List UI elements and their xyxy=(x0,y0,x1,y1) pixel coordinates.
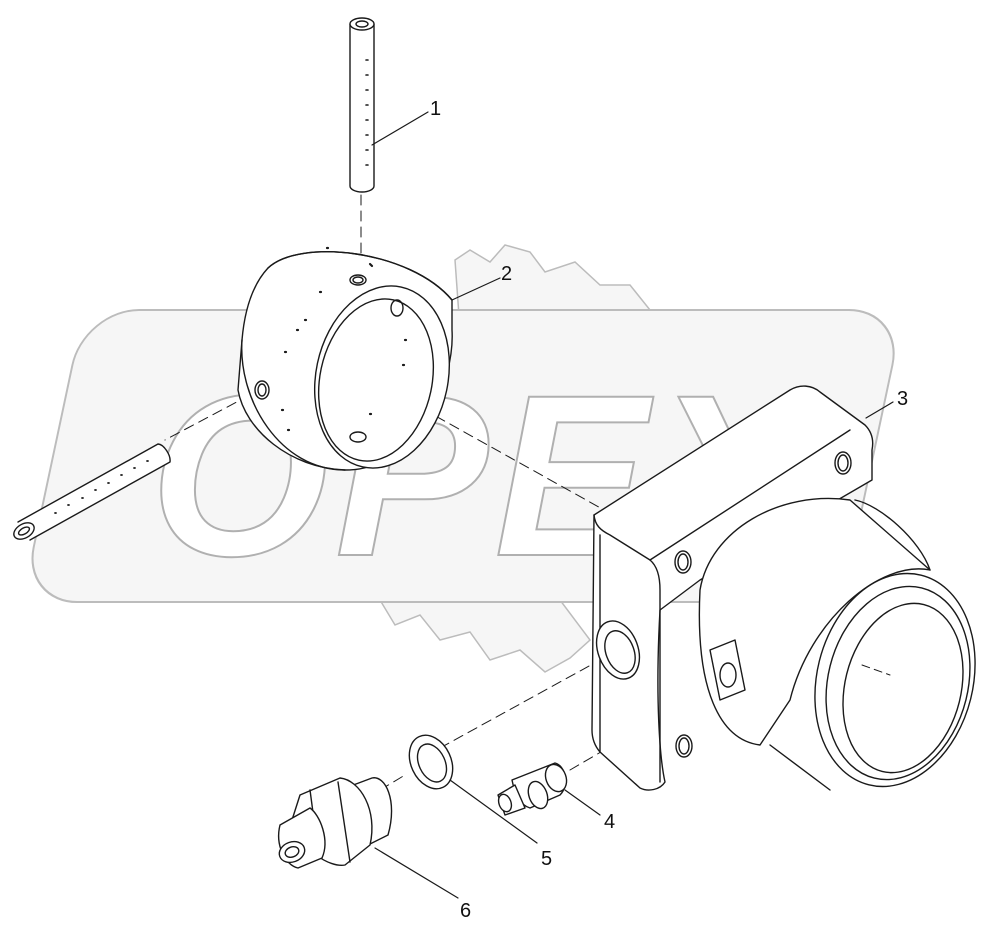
callout-2: 2 xyxy=(501,263,512,285)
leader-3 xyxy=(865,401,894,419)
leader-1 xyxy=(371,111,429,146)
callout-5: 5 xyxy=(541,848,552,870)
horizontal-pin xyxy=(13,443,171,541)
leader-5 xyxy=(449,779,538,844)
callout-1: 1 xyxy=(430,98,441,120)
watermark-gear-bottom xyxy=(340,599,592,673)
leader-lines xyxy=(371,111,894,899)
part-6-union-fitting xyxy=(278,777,393,869)
callouts: 1 2 3 4 5 6 xyxy=(430,98,908,922)
leader-4 xyxy=(564,789,601,816)
callout-4: 4 xyxy=(604,811,615,833)
callout-6: 6 xyxy=(460,900,471,922)
leader-2 xyxy=(451,277,501,301)
part-1-vertical-pin xyxy=(349,17,375,193)
part-2-sleeve-ring xyxy=(237,246,453,471)
part-4-hose-nipple xyxy=(497,762,568,816)
part-5-washer xyxy=(408,734,454,790)
part-3-flange-housing xyxy=(591,385,976,791)
leader-6 xyxy=(374,847,459,899)
callout-3: 3 xyxy=(897,388,908,410)
